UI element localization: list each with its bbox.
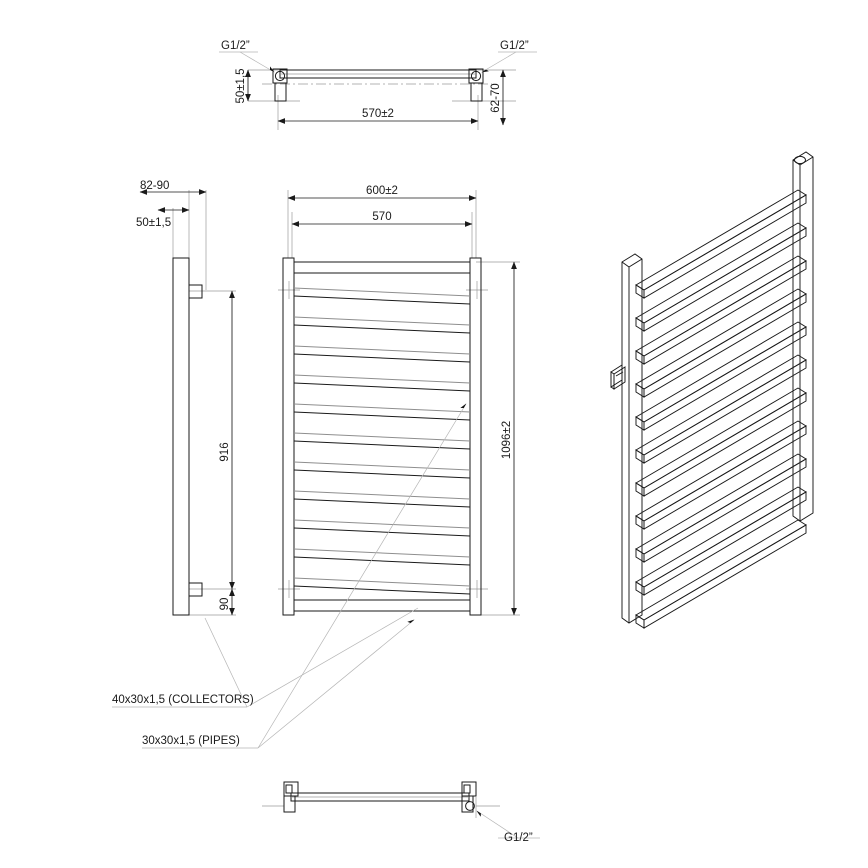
label-front-overall-width: 600±2 [366, 185, 398, 197]
top-view [219, 51, 537, 130]
label-side-bottom-bracket: 90 [219, 598, 231, 611]
label-top-width: 570±2 [362, 108, 394, 120]
label-front-inner-width: 570 [372, 211, 391, 223]
label-top-conn-right: G1/2” [500, 40, 529, 52]
label-side-profile-depth: 50±1,5 [136, 217, 171, 229]
bottom-view [262, 781, 540, 839]
left-side-view [139, 189, 236, 616]
label-top-depth-right: 62-70 [490, 83, 502, 112]
label-collectors: 40x30x1,5 (COLLECTORS) [112, 694, 254, 706]
annotation-leaders [112, 403, 467, 749]
label-side-bracket-span: 916 [219, 442, 231, 461]
front-view [278, 190, 520, 616]
label-front-overall-height: 1096±2 [501, 421, 513, 459]
label-top-depth-left: 50±1,5 [235, 68, 247, 103]
label-bottom-connection: G1/2” [504, 832, 533, 844]
dimension-labels: G1/2” G1/2” 50±1,5 570±2 62-70 82-90 50±… [112, 40, 533, 844]
label-pipes: 30x30x1,5 (PIPES) [142, 735, 240, 747]
label-top-conn-left: G1/2” [221, 40, 250, 52]
isometric-view [610, 151, 814, 629]
label-side-total-depth: 82-90 [140, 180, 169, 192]
